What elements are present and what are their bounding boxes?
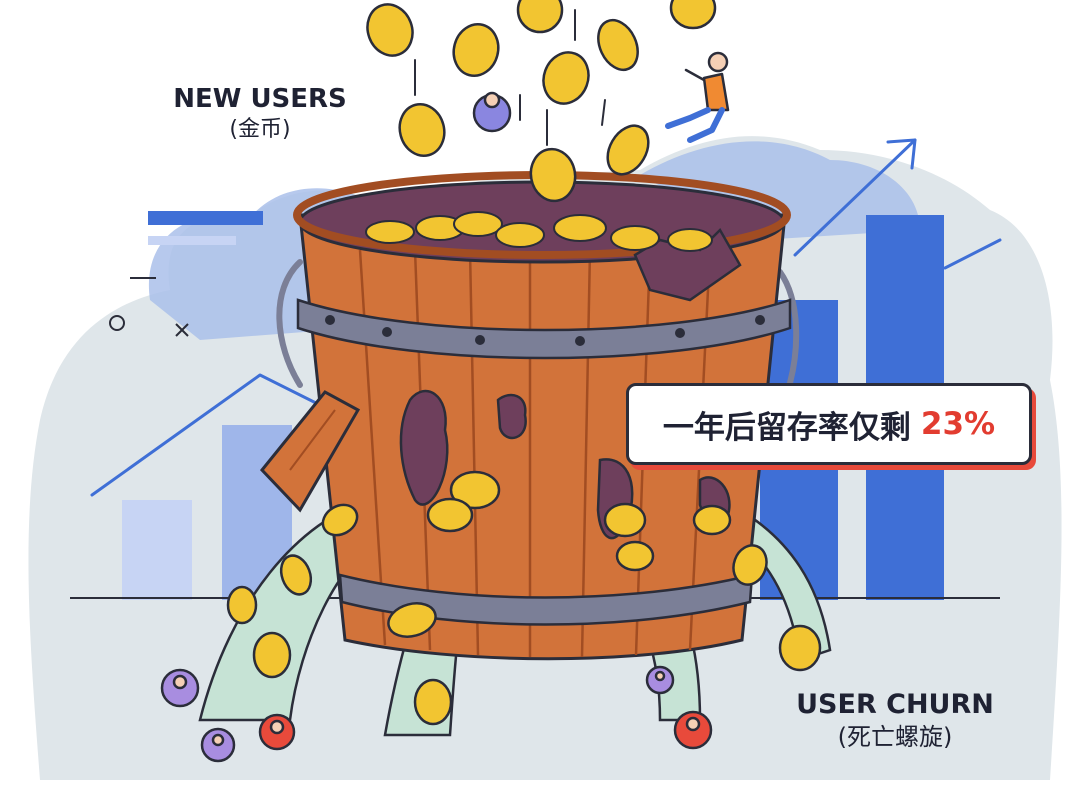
broken-plank-icon [260,390,361,513]
deco-cross [175,323,189,337]
user-avatar-churn-2 [258,713,296,751]
background-cloud-right [640,141,920,240]
bucket-hoops [296,298,792,626]
user-avatar-churn-4 [645,665,675,695]
user-avatar-churn-5 [673,710,713,750]
new-users-title: NEW USERS [173,84,347,114]
deco-circle [109,315,125,331]
falling-motion-lines [414,9,606,146]
retention-callout: 一年后留存率仅剩 23% [626,383,1032,465]
user-churn-subtitle: (死亡螺旋) [837,722,953,751]
user-churn-label: USER CHURN (死亡螺旋) [790,688,1000,752]
retention-callout-text: 一年后留存率仅剩 [662,409,911,446]
trend-arrow-icon [90,138,1002,497]
coins-in-bucket [365,211,713,252]
user-avatar-icon [160,91,713,763]
new-users-label: NEW USERS (金币) [165,83,355,143]
coin-icon [226,0,822,726]
jumping-person-icon [665,51,730,143]
user-avatar-churn-1 [160,668,200,708]
new-users-subtitle: (金币) [229,116,291,142]
user-avatar-churn-3 [200,727,236,763]
retention-percent: 23% [920,406,996,442]
bucket-handle [276,259,800,393]
user-churn-title: USER CHURN [796,689,994,720]
user-avatar-top [472,91,512,133]
